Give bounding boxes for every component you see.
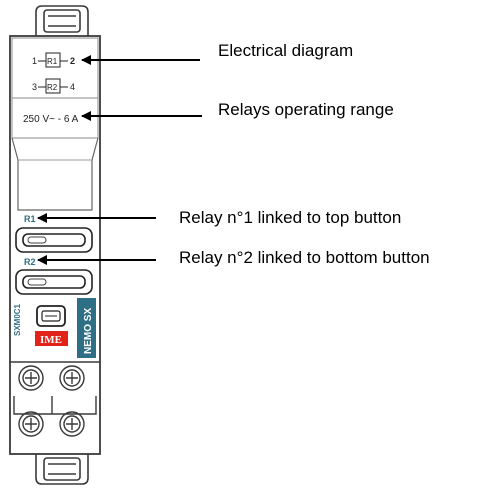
relay1-button[interactable] — [15, 227, 93, 253]
terminal-block — [10, 361, 100, 437]
screw-bottom-left-icon[interactable] — [18, 411, 44, 437]
top-din-clip — [35, 5, 89, 36]
relay1-label: R1 — [24, 214, 36, 224]
relay-r2-symbol-label: R2 — [47, 83, 58, 92]
callout-relay1: Relay n°1 linked to top button — [179, 208, 402, 227]
product-name-text: NEMO SX — [83, 308, 94, 354]
relay1-group: R1 — [15, 214, 93, 253]
ime-logo-text: IME — [40, 334, 62, 346]
screw-top-left-icon[interactable] — [18, 365, 44, 391]
callout-operating-range: Relays operating range — [218, 100, 394, 119]
screw-bottom-right-icon[interactable] — [59, 411, 85, 437]
status-indicator — [36, 305, 66, 327]
relay-r1-symbol-label: R1 — [47, 57, 58, 66]
product-band: NEMO SX — [77, 298, 96, 358]
relay2-label: R2 — [24, 257, 36, 267]
bottom-din-clip — [35, 454, 89, 485]
terminal-1-label: 1 — [32, 56, 37, 66]
ime-logo: IME — [35, 331, 68, 346]
screw-top-right-icon[interactable] — [59, 365, 85, 391]
terminal-4-label: 4 — [70, 82, 75, 92]
relay2-group: R2 — [15, 257, 93, 295]
rating-text: 250 V~ - 6 A — [23, 114, 79, 125]
electrical-diagram: 1 R1 2 3 R2 4 — [32, 52, 75, 94]
terminal-2-label: 2 — [70, 56, 75, 66]
side-code-text: SXM0C1 — [13, 303, 22, 336]
callout-relay2: Relay n°2 linked to bottom button — [179, 248, 430, 267]
relay2-button[interactable] — [15, 269, 93, 295]
callout-electrical-diagram: Electrical diagram — [218, 41, 354, 60]
callout-arrows — [37, 55, 202, 265]
terminal-3-label: 3 — [32, 82, 37, 92]
